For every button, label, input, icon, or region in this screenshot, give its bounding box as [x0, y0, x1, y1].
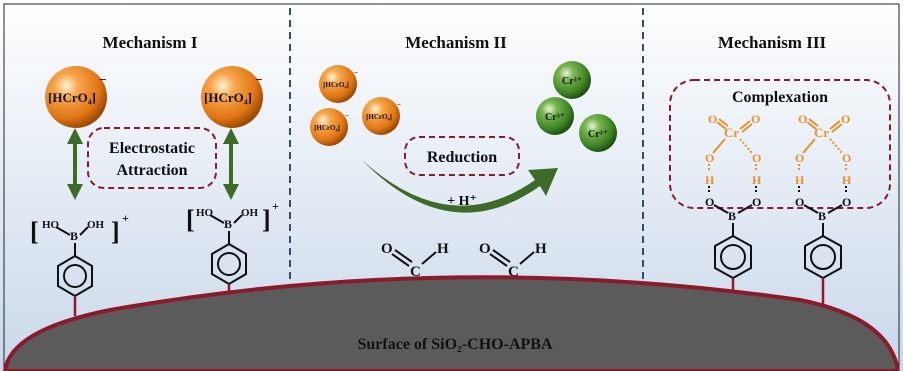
complexation-box — [669, 79, 891, 209]
svg-text:O: O — [708, 112, 717, 126]
svg-text:Cr³⁺: Cr³⁺ — [545, 112, 565, 123]
hcro4-sphere-1b: [HCrO₄] − — [201, 66, 263, 128]
aldehyde-2: O C H — [479, 241, 547, 296]
svg-text:C: C — [410, 264, 421, 280]
svg-text:OH: OH — [87, 219, 105, 231]
svg-text:O: O — [795, 151, 804, 165]
surface-label: Surface of SiO₂-CHO-APBA — [358, 336, 553, 353]
svg-text:−: − — [99, 72, 106, 87]
svg-text:+: + — [272, 199, 279, 213]
svg-text:O: O — [841, 112, 850, 126]
svg-text:[HCrO₄]: [HCrO₄] — [314, 124, 340, 132]
svg-text:B: B — [224, 217, 232, 231]
svg-text:O: O — [705, 195, 714, 209]
svg-text:−: − — [354, 69, 358, 77]
svg-text:+: + — [122, 211, 129, 225]
title-mechanism-3: Mechanism III — [718, 33, 827, 52]
svg-text:B: B — [70, 229, 78, 243]
svg-text:H: H — [752, 173, 762, 187]
cr3-sphere-a: Cr³⁺ — [553, 61, 591, 99]
surface — [2, 275, 901, 371]
svg-text:H: H — [842, 173, 852, 187]
reduction-label: Reduction — [427, 149, 497, 166]
svg-text:O: O — [842, 195, 851, 209]
hcro4-sphere-2c: [HCrO₄] − — [362, 97, 401, 135]
svg-text:HO: HO — [42, 219, 60, 231]
svg-text:−: − — [397, 101, 401, 109]
title-mechanism-2: Mechanism II — [405, 33, 507, 52]
svg-text:]: ] — [262, 205, 271, 234]
svg-text:Cr³⁺: Cr³⁺ — [562, 76, 582, 87]
complexation-label: Complexation — [732, 89, 828, 106]
svg-text:O: O — [842, 151, 851, 165]
svg-text:]: ] — [111, 217, 120, 246]
cr3-sphere-c: Cr³⁺ — [579, 114, 617, 152]
svg-text:Cr³⁺: Cr³⁺ — [588, 129, 608, 140]
reagent-label: + H⁺ — [447, 194, 477, 209]
svg-text:−: − — [255, 72, 262, 87]
svg-text:O: O — [752, 195, 761, 209]
svg-text:H: H — [437, 241, 449, 257]
cr-complex-left: O O Cr O O H H O O B — [705, 112, 762, 300]
electrostatic-box — [87, 127, 217, 189]
hcro4-sphere-2a: [HCrO₄] − — [319, 65, 358, 103]
svg-text:O: O — [795, 195, 804, 209]
svg-text:O: O — [751, 112, 760, 126]
svg-text:B: B — [728, 209, 736, 223]
svg-text:C: C — [508, 264, 519, 280]
cr3-sphere-b: Cr³⁺ — [536, 97, 574, 135]
svg-text:O: O — [752, 151, 761, 165]
svg-text:[HCrO₄]: [HCrO₄] — [204, 90, 252, 105]
svg-text:[: [ — [30, 217, 39, 246]
svg-text:[HCrO₄]: [HCrO₄] — [323, 81, 349, 89]
svg-text:HO: HO — [196, 207, 214, 219]
boronic-acid-1a: [ ] + HO OH B — [30, 211, 129, 316]
svg-text:O: O — [798, 112, 807, 126]
svg-text:H: H — [795, 173, 805, 187]
svg-text:[HCrO₄]: [HCrO₄] — [48, 90, 96, 105]
hcro4-sphere-2b: [HCrO₄] − — [310, 108, 349, 146]
svg-text:B: B — [818, 209, 826, 223]
reduction-box — [404, 136, 520, 176]
hcro4-sphere-1a: [HCrO₄] − — [45, 66, 107, 128]
svg-text:O: O — [705, 151, 714, 165]
title-mechanism-1: Mechanism I — [103, 33, 198, 52]
svg-text:Cr: Cr — [814, 125, 829, 140]
svg-text:[HCrO₄]: [HCrO₄] — [366, 113, 392, 121]
reduction-arrow — [362, 160, 558, 213]
svg-text:Cr: Cr — [724, 125, 739, 140]
svg-text:O: O — [479, 241, 491, 257]
svg-text:−: − — [345, 112, 349, 120]
svg-text:OH: OH — [241, 207, 259, 219]
svg-text:H: H — [535, 241, 547, 257]
svg-text:[: [ — [186, 205, 195, 234]
svg-text:H: H — [705, 173, 715, 187]
svg-text:O: O — [381, 241, 393, 257]
boronic-acid-1b: [ ] + HO OH B — [186, 199, 279, 300]
